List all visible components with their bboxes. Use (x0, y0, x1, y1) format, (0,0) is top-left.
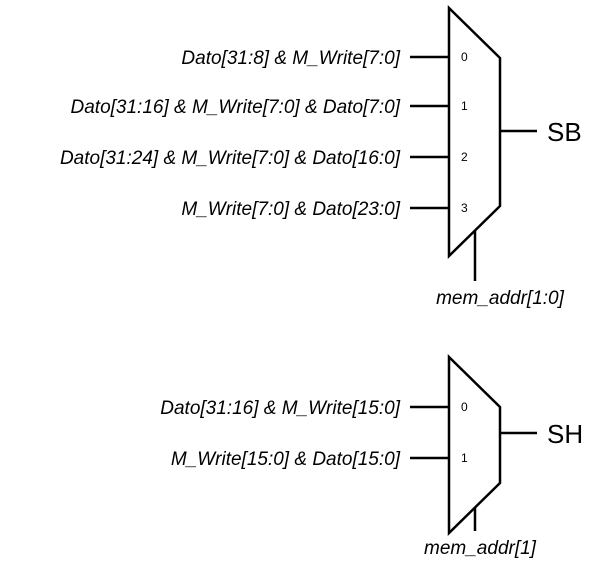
mux-sh-select-label: mem_addr[1] (424, 538, 537, 559)
mux-sb-input-label-2: Dato[31:24] & M_Write[7:0] & Dato[16:0] (60, 148, 401, 169)
mux-sh-output-label: SH (547, 419, 583, 449)
mux-sb-input-label-0: Dato[31:8] & M_Write[7:0] (181, 48, 400, 69)
mux-sb-pin-1: 1 (461, 99, 468, 113)
mux-sb-pin-3: 3 (461, 201, 468, 215)
mux-sh: Dato[31:16] & M_Write[15:0] M_Write[15:0… (160, 354, 583, 559)
mux-sh-input-label-1: M_Write[15:0] & Dato[15:0] (171, 449, 401, 470)
mux-sb-pin-0: 0 (461, 50, 468, 64)
mux-sb-output-label: SB (547, 117, 582, 147)
mux-sb-body (447, 5, 502, 259)
mux-sb: Dato[31:8] & M_Write[7:0] Dato[31:16] & … (60, 5, 582, 309)
mux-sb-input-label-1: Dato[31:16] & M_Write[7:0] & Dato[7:0] (71, 97, 401, 118)
mux-sh-pin-1: 1 (461, 451, 468, 465)
mux-sb-pin-2: 2 (461, 150, 468, 164)
mux-sh-pin-0: 0 (461, 400, 468, 414)
mux-sh-input-label-0: Dato[31:16] & M_Write[15:0] (160, 398, 400, 419)
mux-sb-input-label-3: M_Write[7:0] & Dato[23:0] (181, 199, 400, 220)
mux-sb-select-label: mem_addr[1:0] (436, 288, 565, 309)
mux-sh-body (447, 354, 502, 536)
